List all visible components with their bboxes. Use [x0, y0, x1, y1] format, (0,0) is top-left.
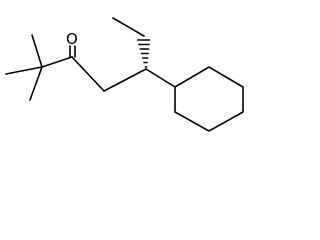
bond-methyl-bottom — [29, 66, 43, 101]
bond-methyl-left — [5, 66, 43, 75]
cyclohexane-ring — [174, 66, 244, 132]
molecule-diagram: O — [5, 17, 244, 132]
bond-stereocenter-ring — [145, 68, 176, 88]
hashed-wedge-bond — [136, 39, 151, 68]
bond-ethyl — [112, 17, 145, 37]
oxygen-atom-label: O — [66, 30, 78, 48]
bond-carbonyl-ch2 — [71, 56, 105, 92]
bond-tbutyl-carbonyl — [41, 56, 73, 68]
bond-methyl-top — [31, 34, 43, 68]
structure-canvas: O — [0, 0, 249, 147]
bond-ch2-stereocenter — [103, 68, 147, 92]
